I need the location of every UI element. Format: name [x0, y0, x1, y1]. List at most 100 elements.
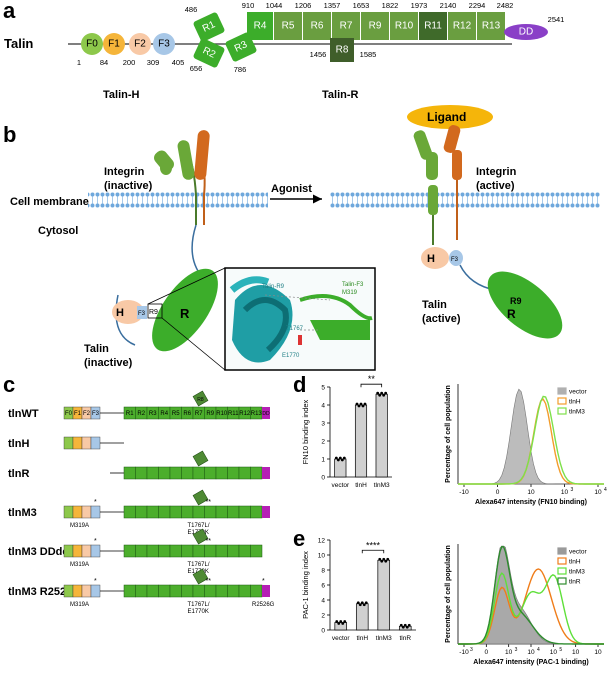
mut-head-label-5: M319A [70, 602, 89, 608]
pac1-dot-2-4 [386, 557, 390, 561]
pac1-cat-2: tlnM3 [376, 635, 392, 642]
f3-inactive-label: F3 [138, 311, 146, 317]
talin-h-active [421, 247, 449, 269]
pac1-bar-0 [334, 622, 348, 631]
fn10-flow-legend-swatch-1 [557, 397, 567, 405]
star-head-5: * [94, 578, 97, 585]
domain-F3-label: F3 [158, 39, 170, 50]
num-656: 656 [190, 64, 203, 73]
pac1-flow-legend-label-3: tlnR [569, 579, 581, 586]
fn10-flow-curve-0 [458, 388, 604, 485]
domain-R2-label: R2 [201, 45, 218, 61]
fn10-flow-xtick-label-0: -10 [459, 489, 469, 496]
pac1-flow-legend-label-1: tlnH [569, 559, 581, 566]
inset-f3-label: Talin-F3 [342, 282, 364, 288]
rod-domain-2-2 [146, 466, 159, 480]
panel-label-c: c [3, 372, 15, 397]
mut-rod-label1-4: T1767L/ [188, 562, 210, 568]
talin-r-active [487, 271, 563, 339]
inset-r9-label: Talin-R9 [262, 284, 285, 290]
star-head-3: * [94, 499, 97, 506]
construct-label-4: tlnM3 DDdel [8, 546, 72, 558]
inset-t1767-label: T1767 [286, 326, 304, 332]
fn10-ytick-label-0: 0 [321, 475, 325, 482]
pac1-flow-legend-label-2: tlnM3 [569, 569, 585, 576]
fn10-bar-0 [334, 458, 347, 478]
rod-domain-2-0 [123, 466, 136, 480]
zoom-line-top [147, 267, 226, 305]
domain-R13-label: R13 [482, 21, 501, 32]
pac1-flow-xtick-label-1: 0 [485, 649, 489, 656]
pac1-dot-3-1 [401, 625, 405, 629]
talin-r-active-label: R [507, 307, 516, 321]
head-domain-5-1 [72, 584, 83, 598]
fn10-flow-legend-label-2: tlnM3 [569, 409, 585, 416]
panel-label-a: a [3, 0, 16, 23]
pac1-flow-xtick-sup-0: 3 [470, 647, 473, 653]
pac1-dot-1-3 [362, 603, 366, 607]
talin-active-label-1: Talin [422, 299, 447, 311]
integrin-inactive-label-1: Integrin [104, 166, 145, 178]
pac1-ytick-label-5: 10 [318, 553, 326, 560]
rod-domain-label-10: R12 [239, 411, 251, 417]
stars-rod-5: ** [206, 578, 212, 585]
pac1-dot-0-2 [339, 620, 343, 623]
panel-label-d: d [293, 372, 306, 397]
num-1822: 1822 [382, 1, 399, 10]
pac1-flow-legend-swatch-3 [557, 577, 567, 585]
pac1-dot-1-2 [360, 601, 364, 605]
domain-R5 [274, 12, 302, 40]
pac1-ytick-label-2: 4 [321, 598, 325, 605]
rod-domain-3-8 [215, 505, 228, 519]
pac1-dot-0-4 [343, 620, 347, 623]
pac1-flow-curve-3 [458, 545, 604, 645]
rod-domain-2-9 [227, 466, 240, 480]
head-domain-1-1 [72, 436, 83, 450]
num-910: 910 [242, 1, 255, 10]
pac1-dot-1-4 [364, 601, 368, 605]
head-domain-5-2 [81, 584, 92, 598]
r8-domain-2 [192, 450, 209, 467]
fn10-dot-0-0 [334, 456, 338, 460]
head-domain-4-2 [81, 544, 92, 558]
pac1-flow-legend-swatch-0 [557, 547, 567, 555]
fn10-dot-1-0 [355, 402, 359, 406]
rod-domain-2-5 [181, 466, 194, 480]
pac1-flow-xtick-label-3: 10 [527, 649, 535, 656]
fn10-ytick-label-2: 2 [321, 439, 325, 446]
num-2541: 2541 [548, 15, 565, 24]
talin-h-active-label: H [427, 253, 435, 265]
fn10-flow-xtick-label-4: 10 [594, 489, 602, 496]
rod-domain-label-0: R1 [126, 411, 134, 417]
num-1585: 1585 [360, 50, 377, 59]
fn10-dot-0-1 [336, 458, 340, 462]
fn10-cat-2: tlnM3 [374, 482, 390, 489]
num-2294: 2294 [469, 1, 486, 10]
rod-domain-4-2 [146, 544, 159, 558]
inset-e1770-label: E1770 [282, 353, 300, 359]
rod-domain-3-11 [250, 505, 263, 519]
pac1-ytick-label-4: 8 [321, 568, 325, 575]
rod-domain-4-7 [204, 544, 217, 558]
domain-R6-label: R6 [311, 21, 324, 32]
stars-rod-3: ** [206, 499, 212, 506]
rod-domain-2-11 [250, 466, 263, 480]
pac1-ytick-label-6: 12 [318, 538, 326, 545]
pac1-dot-0-1 [337, 622, 341, 625]
head-domain-3-2 [81, 505, 92, 519]
rod-domain-5-6 [192, 584, 205, 598]
r8-domain-5 [192, 568, 209, 585]
domain-R7 [332, 12, 360, 40]
domain-R12-label: R12 [453, 21, 472, 32]
rod-domain-4-6 [192, 544, 205, 558]
head-domain-5-3 [90, 584, 101, 598]
pac1-flow-legend-swatch-1 [557, 557, 567, 565]
rod-domain-3-3 [158, 505, 171, 519]
domain-R8-label: R8 [336, 45, 349, 56]
integrin-active-label-2: (active) [476, 180, 515, 192]
domain-R11 [419, 12, 447, 40]
head-domain-5-0 [63, 584, 74, 598]
pac1-dot-3-2 [403, 623, 407, 627]
talin-label: Talin [4, 36, 33, 51]
rod-domain-3-9 [227, 505, 240, 519]
